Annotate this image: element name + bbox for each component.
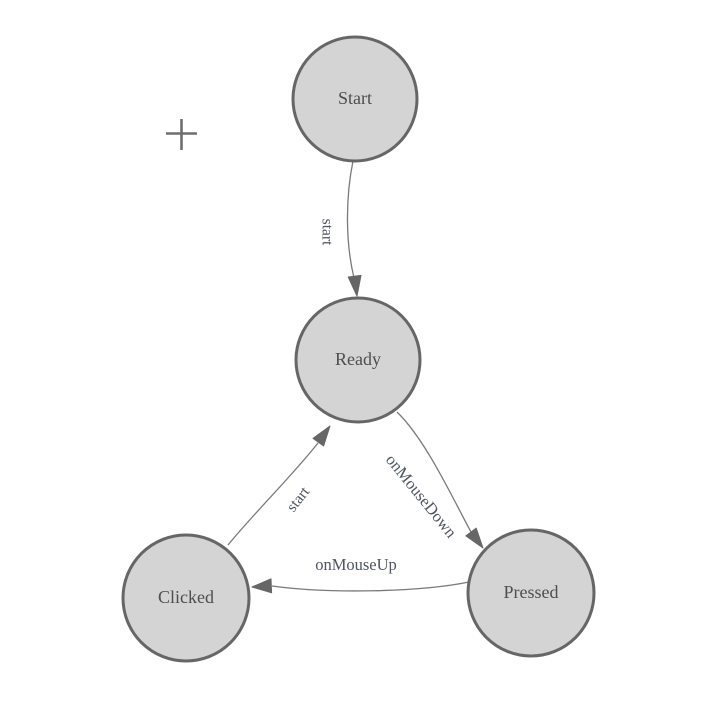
state-node-pressed[interactable]: Pressed — [466, 528, 596, 658]
state-label: Ready — [335, 349, 381, 369]
crosshair-icon — [166, 119, 197, 150]
arrowhead-icon — [347, 274, 362, 297]
arrowhead-icon — [312, 425, 331, 447]
state-label: Start — [338, 88, 372, 108]
edge-pressed-to-clicked[interactable]: onMouseUp — [251, 555, 470, 594]
state-node-clicked[interactable]: Clicked — [121, 533, 251, 663]
edge-label-ready-pressed[interactable]: onMouseDown — [382, 450, 461, 541]
edge-label-clicked-ready[interactable]: start — [283, 483, 313, 515]
edge-label-pressed-clicked[interactable]: onMouseUp — [315, 555, 397, 574]
state-circle[interactable] — [121, 533, 251, 663]
edge-ready-to-pressed[interactable]: onMouseDown — [382, 411, 484, 549]
edge-path[interactable] — [271, 581, 470, 592]
edge-start-to-ready[interactable]: start — [318, 160, 362, 297]
edge-path[interactable] — [346, 160, 355, 279]
edge-path[interactable] — [396, 411, 472, 533]
state-label: Clicked — [158, 587, 214, 607]
arrowhead-icon — [465, 527, 484, 549]
edge-label-start-ready[interactable]: start — [318, 219, 335, 246]
arrowhead-icon — [251, 578, 273, 594]
state-circle[interactable] — [294, 296, 422, 424]
state-circle[interactable] — [291, 35, 419, 163]
state-node-start[interactable]: Start — [291, 35, 419, 163]
edge-clicked-to-ready[interactable]: start — [227, 425, 331, 546]
state-label: Pressed — [504, 582, 559, 602]
state-circle[interactable] — [466, 528, 596, 658]
edge-path[interactable] — [227, 442, 319, 546]
state-node-ready[interactable]: Ready — [294, 296, 422, 424]
